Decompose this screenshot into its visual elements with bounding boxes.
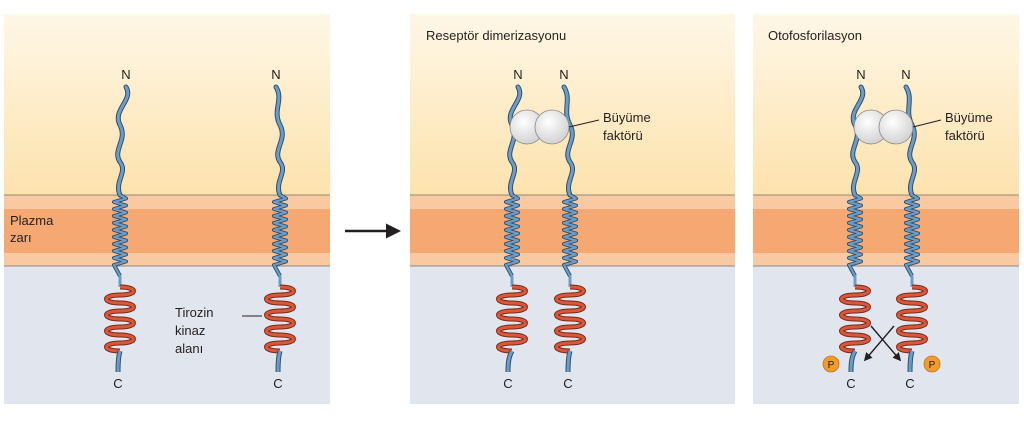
receptor-extracellular (562, 85, 575, 197)
receptor-transmembrane (562, 194, 578, 277)
receptor-3a: NC (839, 67, 871, 391)
receptor-extracellular (904, 85, 917, 197)
ligand-label: Büyüme (603, 110, 651, 125)
svg-text:P: P (929, 360, 936, 371)
membrane-label-2: zarı (10, 230, 32, 245)
n-terminus-label: N (559, 67, 568, 82)
c-terminus-label: C (113, 376, 122, 391)
receptor-3b: NC (896, 67, 928, 391)
kinase-label: Tirozin (175, 305, 214, 320)
panel-3: Otofosforilasyon NC NC Büyüme faktörü P … (753, 14, 1019, 404)
kinase-domain (555, 285, 585, 353)
kinase-domain (497, 285, 527, 353)
panel-2-title: Reseptör dimerizasyonu (426, 28, 566, 43)
receptor-1a: NC (104, 67, 136, 391)
receptor-extracellular (274, 85, 285, 197)
ligand-label-2: faktörü (603, 128, 643, 143)
receptor-extracellular (851, 85, 865, 197)
receptor-transmembrane (847, 194, 863, 277)
receptor-2b: NC (554, 67, 586, 391)
receptor-tail (116, 350, 122, 373)
n-terminus-label: N (121, 67, 130, 82)
receptor-transmembrane (904, 194, 920, 277)
cross-arrow-left (863, 325, 895, 362)
kinase-domain (265, 285, 295, 353)
n-terminus-label: N (271, 67, 280, 82)
ligand-label-3b: faktörü (945, 128, 985, 143)
n-terminus-label: N (901, 67, 910, 82)
c-terminus-label: C (503, 376, 512, 391)
receptor-extracellular (508, 85, 522, 197)
cross-arrow-right (870, 325, 902, 362)
ligand-leader-line (568, 119, 600, 128)
receptor-extracellular (116, 85, 130, 197)
kinase-domain (105, 285, 135, 353)
membrane-label: Plazma (10, 213, 54, 228)
receptor-tail (908, 350, 914, 373)
receptor-1b: NC (264, 67, 296, 391)
growth-factor (509, 109, 570, 145)
panel-1: NC NC Plazma zarı Tirozin kinaz alanı (4, 14, 330, 404)
c-terminus-label: C (273, 376, 282, 391)
panel-3-title: Otofosforilasyon (768, 28, 862, 43)
receptor-2a: NC (496, 67, 528, 391)
kinase-label-2: kinaz (175, 323, 205, 338)
receptor-tail (849, 350, 857, 373)
receptor-tail (506, 350, 514, 373)
kinase-domain (897, 285, 927, 353)
receptor-transmembrane (112, 194, 128, 277)
phosphate-right: P (923, 355, 941, 373)
kinase-label-3: alanı (175, 341, 203, 356)
c-terminus-label: C (905, 376, 914, 391)
c-terminus-label: C (846, 376, 855, 391)
growth-factor-3 (853, 109, 914, 145)
phosphate-left: P (822, 355, 840, 373)
n-terminus-label: N (513, 67, 522, 82)
kinase-domain (840, 285, 870, 353)
receptor-transmembrane (504, 194, 520, 277)
svg-text:P: P (828, 360, 835, 371)
receptor-tail (566, 350, 572, 373)
c-terminus-label: C (563, 376, 572, 391)
receptor-transmembrane (272, 194, 288, 277)
ligand-leader-line-3 (912, 119, 942, 128)
receptor-tail (276, 350, 282, 373)
panel-2: Reseptör dimerizasyonu NC NC Büyüme fakt… (410, 14, 735, 404)
ligand-label-3: Büyüme (945, 110, 993, 125)
n-terminus-label: N (856, 67, 865, 82)
